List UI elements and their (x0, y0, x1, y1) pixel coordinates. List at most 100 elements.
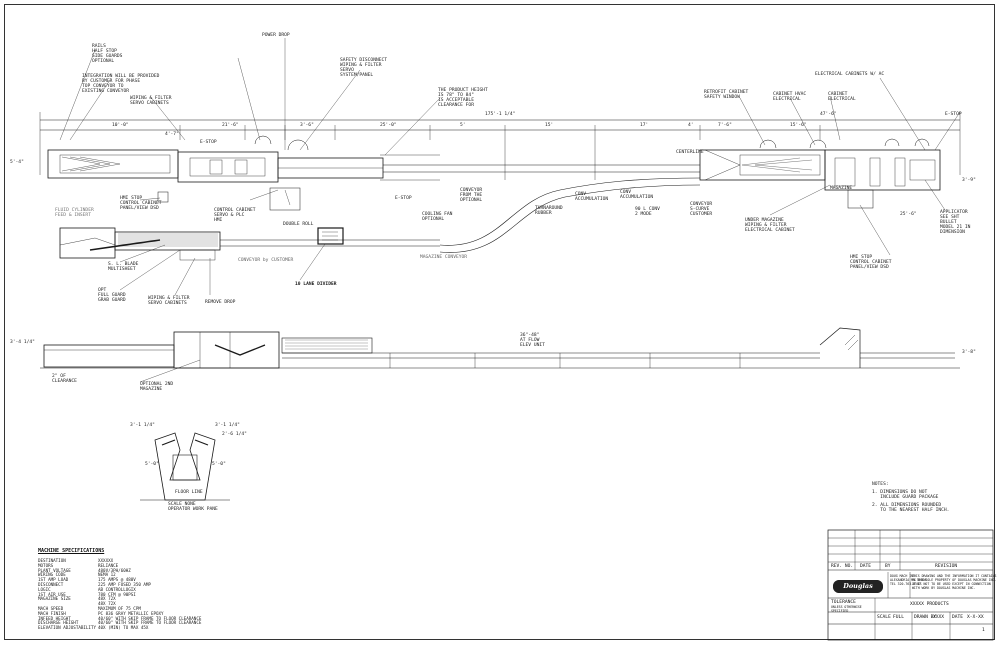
label-e-stop-2: E-STOP (395, 196, 412, 201)
spec-value: 48X 72X (98, 601, 116, 607)
spec-key: MACH FINISH (38, 610, 66, 616)
tb-date: DATE (860, 564, 872, 569)
label-e-stop: E-STOP (200, 140, 217, 145)
title-block (827, 529, 994, 641)
spec-value: 40X (MIN) TO MAX 45X (98, 625, 149, 631)
dim-end-side-right: 5'-0" (212, 462, 226, 467)
dim-d9: 4' (688, 123, 694, 128)
label-ninety-conv: 90 L CONV 2 MODE (635, 207, 660, 217)
label-cabinet-electrical: CABINET ELECTRICAL (828, 92, 856, 102)
dim-d10: 7'-6" (718, 123, 732, 128)
tb-disclaimer: THIS DRAWING AND THE INFORMATION IT CONT… (912, 574, 997, 590)
magazine-infeed (114, 231, 221, 251)
label-wiping-servo: WIPING & FILTER SERVO CABINETS (148, 296, 190, 306)
label-rails: RAILS HALF STOP SIDE GUARDS OPTIONAL (92, 44, 123, 64)
tb-drawn-label: DRAWN BY (914, 615, 937, 620)
spec-key: INFEED HEIGHT (38, 615, 71, 621)
label-lane-divider: 10 LANE DIVIDER (295, 282, 337, 287)
label-elevation-height: 36"-48" AT FLOW ELEV UNIT (520, 333, 545, 348)
spec-value: MAXIMUM OF 75 CPM (98, 606, 141, 611)
infeed-module (47, 149, 179, 179)
label-cabinet-hvac: CABINET HVAC ELECTRICAL (773, 92, 807, 102)
dim-left-height: 3'-4 1/4" (10, 340, 35, 345)
label-turnaround: TURNAROUND RUBBER (535, 206, 563, 216)
dim-d7: 15' (545, 123, 554, 128)
spec-key: PLANT VOLTAGE (38, 567, 71, 573)
spec-value: 40/60" WITH SKIP FRAME TO FLOOR CLEARANC… (98, 615, 202, 621)
label-wiping-filter: WIPING & FILTER SERVO CABINETS (130, 96, 172, 106)
tb-rev-no: REV. NO. (831, 564, 854, 569)
dim-d3: 21'-6" (222, 123, 239, 128)
wiping-module (177, 151, 279, 183)
label-conveyor-optional: CONVEYOR FROM THE OPTIONAL (460, 188, 483, 203)
dim-d6: 5' (460, 123, 466, 128)
drawing-sheet (4, 4, 995, 640)
spec-key: LOGIC (38, 586, 51, 592)
tb-project: XXXXX PRODUCTS (910, 602, 949, 607)
tb-by: BY (885, 564, 891, 569)
label-floor-line: FLOOR LINE (175, 490, 203, 495)
label-clearance: 2" OF CLEARANCE (52, 374, 77, 384)
label-electrical-cabinets: ELECTRICAL CABINETS W/ AC (815, 72, 885, 77)
dim-end-side-left: 5'-0" (145, 462, 159, 467)
dim-d13: 25'-6" (900, 212, 917, 217)
label-control-cabinet: CONTROL CABINET SERVO & PLC HMI (214, 208, 256, 223)
spec-key: MAGAZINE SIZE (38, 596, 71, 602)
spec-key: 1ST AMP LOAD (38, 577, 69, 583)
note-2: 2. ALL DIMENSIONS ROUNDED TO THE NEAREST… (872, 503, 950, 513)
specs-title: MACHINE SPECIFICATIONS (38, 548, 105, 554)
elev-discharge (819, 327, 861, 368)
notes-title: NOTES: (872, 482, 889, 487)
spec-value: NEMA 12 (98, 572, 116, 578)
label-double-roll: DOUBLE ROLL (283, 222, 314, 227)
spec-key: DISCHARGE HEIGHT (38, 620, 79, 626)
tb-date-label: DATE (952, 615, 964, 620)
spec-key: 1ST AIR USE (38, 591, 66, 597)
tb-revision: REVISION (935, 564, 958, 569)
label-multi-sheet: S. L. BLADE MULTISHEET (108, 262, 139, 272)
spec-value: 175 AMPS @ 480V (98, 577, 136, 583)
dim-side-height-2: 3'-9" (962, 178, 976, 183)
spec-value: PC 836 GRAY METALLIC EPOXY (98, 610, 164, 616)
dim-end-left-1: 3'-1 1/4" (130, 423, 155, 428)
label-optional-magazine: OPTIONAL 2ND MAGAZINE (140, 382, 174, 392)
dim-top-overall: 175'-1 1/4" (485, 112, 516, 117)
label-centerline: CENTERLINE (676, 150, 704, 155)
discharge-module (824, 149, 941, 191)
label-scrap-chute: REMOVE DROP (205, 300, 236, 305)
tb-company-small: DOUG MACH INC ALEXANDRIA MN 56308 TEL 32… (890, 574, 927, 586)
label-safety-disconnect: SAFETY DISCONNECT WIPING & FILTER SERVO … (340, 58, 388, 78)
dim-side-height-1: 5'-4" (10, 160, 24, 165)
label-retrofit-cabinet: RETROFIT CABINET SAFETY WINDOW (704, 90, 749, 100)
spec-key: DISCONNECT (38, 582, 64, 587)
magazine-module (59, 227, 116, 259)
end-machine (699, 149, 826, 181)
label-magazine-conveyor: MAGAZINE CONVEYOR (420, 255, 468, 260)
label-magazine-unit: MAGAZINE (830, 186, 853, 191)
label-under-magazine: UNDER MAGAZINE WIPING & FILTER ELECTRICA… (745, 218, 795, 233)
spec-value: 780 CFM @ 90PSI (98, 591, 136, 597)
label-e-stop-3: E-STOP (945, 112, 962, 117)
tb-drawn-val: XXXX (933, 615, 945, 620)
label-conveyor-s-curve: CONVEYOR S-CURVE CUSTOMER (690, 202, 713, 217)
dim-d5: 25'-0" (380, 123, 397, 128)
s-curve-conveyor (439, 177, 701, 246)
dim-d8: 17' (640, 123, 649, 128)
label-power-drop: POWER DROP (262, 33, 290, 38)
spec-key: WIRING CODE (38, 572, 66, 578)
label-conv-accumulation: CONV ACCUMULATION (575, 192, 609, 202)
dim-d11: 15'-6" (790, 123, 807, 128)
spec-key: MOTORS (38, 562, 54, 568)
dim-d1: 10'-0" (112, 123, 129, 128)
spec-value: 480V/3PH/60HZ (98, 567, 131, 573)
elev-infeed (43, 344, 175, 368)
tb-scale-val: FULL (893, 615, 905, 620)
dim-right-height: 3'-8" (962, 350, 976, 355)
tb-sheet: 1 (982, 628, 985, 633)
dim-d4: 3'-6" (300, 123, 314, 128)
dim-end-right-2: 2'-6 1/4" (222, 432, 247, 437)
spec-value: XXXXXX (98, 558, 114, 563)
spec-key: MACH SPEED (38, 606, 64, 611)
dim-d12: 47'-6" (820, 112, 837, 117)
